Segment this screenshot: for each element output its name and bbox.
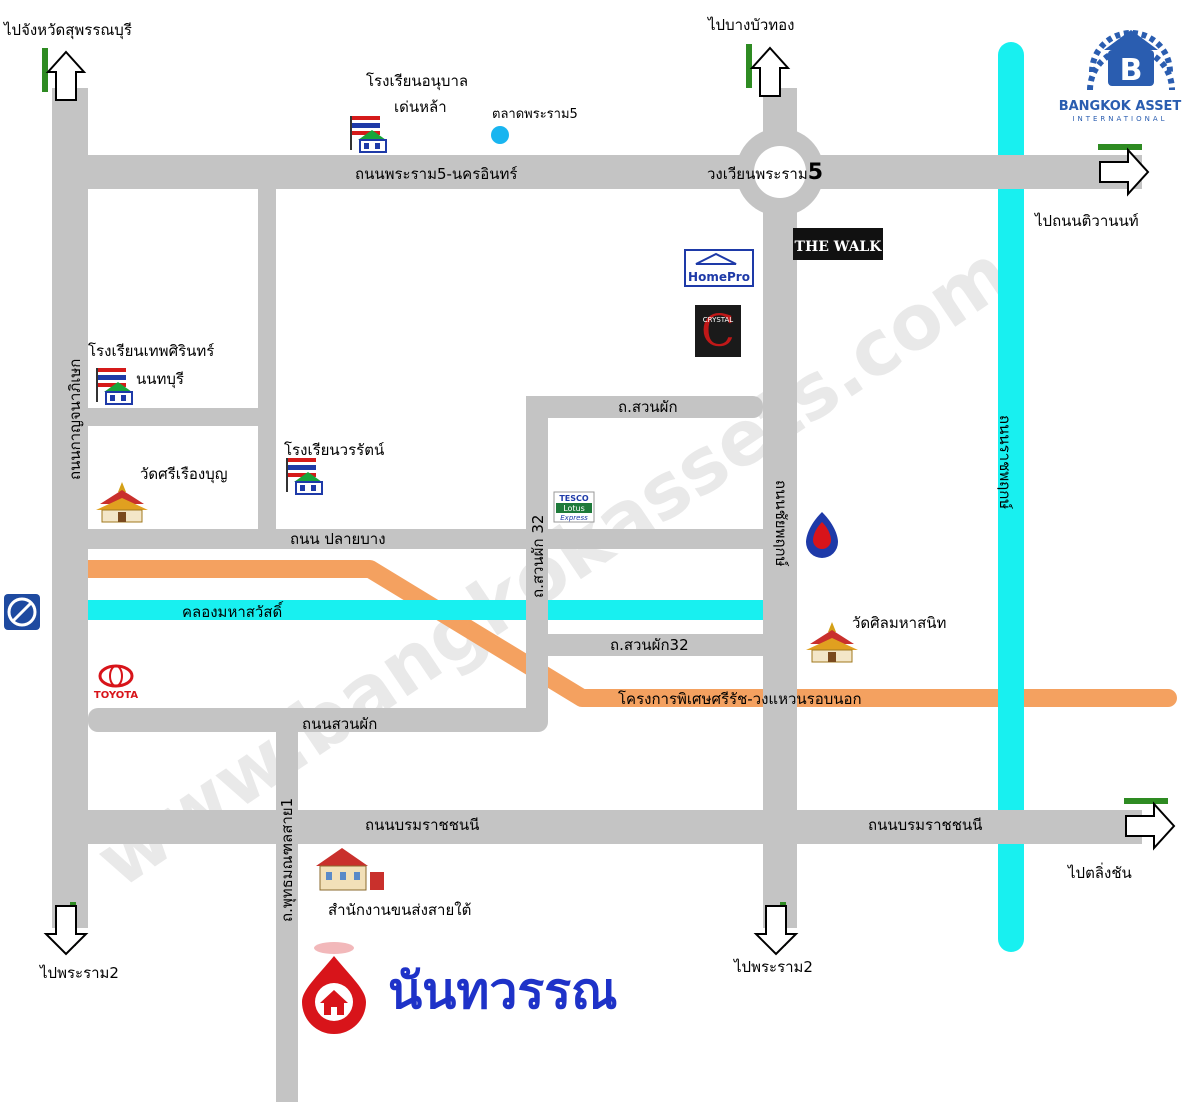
arrow-right-taling-chan bbox=[1124, 798, 1176, 851]
svg-text:HomePro: HomePro bbox=[688, 270, 750, 284]
roundabout-center bbox=[754, 146, 806, 198]
project-marker bbox=[302, 942, 366, 1034]
label-anuban-school-line2: เด่นหล้า bbox=[394, 98, 447, 116]
label-transport-office: สำนักงานขนส่งสายใต้ bbox=[328, 901, 471, 919]
arrow-up-suphanburi bbox=[42, 48, 87, 101]
label-wat-silom: วัดศิลมหาสนิท bbox=[852, 614, 946, 632]
svg-text:Express: Express bbox=[560, 514, 588, 522]
label-ratchaphruek: ถนนราชพฤกษ์ bbox=[996, 415, 1014, 510]
label-to-suphanburi: ไปจังหวัดสุพรรณบุรี bbox=[3, 21, 132, 40]
label-worarat-school: โรงเรียนวรรัตน์ bbox=[284, 441, 384, 459]
label-rama5-nakhonin: ถนนพระราม5-นครอินทร์ bbox=[355, 165, 517, 183]
road-suan-phak-top bbox=[526, 396, 763, 418]
svg-text:INTERNATIONAL: INTERNATIONAL bbox=[1072, 115, 1167, 123]
arrow-down-rama2-left bbox=[43, 902, 89, 956]
label-wat-sri-rueang-bun: วัดศรีเรืองบุญ bbox=[140, 465, 228, 484]
road-chaiyaphruek bbox=[763, 88, 797, 928]
road-suan-phak-32-vertical bbox=[526, 396, 548, 720]
road-suan-phak-32-horizontal bbox=[548, 634, 763, 656]
svg-text:CRYSTAL: CRYSTAL bbox=[703, 316, 734, 324]
svg-text:TESCO: TESCO bbox=[559, 494, 589, 503]
label-thepsirin-line2: นนทบุรี bbox=[136, 370, 184, 389]
transit-logo-icon bbox=[4, 594, 40, 630]
road-kanchanapisek bbox=[52, 88, 88, 928]
temple-icon-silom bbox=[806, 622, 858, 663]
label-kanchanapisek: ถนนกาญจนาภิเษก bbox=[66, 359, 84, 480]
label-plai-bang: ถนน ปลายบาง bbox=[290, 530, 386, 548]
label-suan-phak-32-horizontal: ถ.สวนผัก32 bbox=[610, 636, 689, 654]
road-borommaratchachonnani bbox=[52, 810, 1142, 844]
label-to-rama2-left: ไปพระราม2 bbox=[39, 964, 119, 982]
label-borommaratchachonnani-left: ถนนบรมราชชนนี bbox=[365, 816, 479, 834]
homepro-logo: HomePro bbox=[684, 249, 754, 287]
svg-text:TOYOTA: TOYOTA bbox=[94, 690, 138, 701]
label-to-tiwanon: ไปถนนติวานนท์ bbox=[1034, 212, 1139, 230]
crystal-logo: C CRYSTAL bbox=[695, 305, 741, 357]
school-icon-thepsirin bbox=[96, 368, 133, 405]
canal-maha-sawat bbox=[88, 600, 763, 620]
label-rama5-circle: วงเวียนพระราม5 bbox=[707, 160, 823, 185]
arrow-up-bang-bua-thong bbox=[746, 44, 791, 97]
svg-text:BANGKOK ASSET: BANGKOK ASSET bbox=[1059, 99, 1182, 114]
the-walk-logo: THE WALK bbox=[793, 228, 883, 260]
label-suan-phak-bottom: ถนนสวนผัก bbox=[302, 715, 377, 733]
label-ring-project: โครงการพิเศษศรีรัช-วงแหวนรอบนอก bbox=[618, 690, 862, 708]
project-name: นันทวรรณ bbox=[388, 962, 618, 1020]
svg-text:THE WALK: THE WALK bbox=[795, 239, 883, 255]
svg-text:C: C bbox=[701, 306, 735, 357]
label-market: ตลาดพระราม5 bbox=[492, 107, 578, 122]
label-thepsirin-line1: โรงเรียนเทพศิรินทร์ bbox=[88, 342, 214, 360]
road-plai-bang bbox=[88, 529, 763, 549]
gas-station-icon bbox=[806, 512, 838, 558]
label-suan-phak-32-vertical: ถ.สวนผัก 32 bbox=[529, 515, 547, 598]
road-soi-left bbox=[258, 189, 276, 529]
temple-icon-sri-rueang-bun bbox=[96, 482, 148, 523]
arrow-right-tiwanon bbox=[1098, 144, 1150, 197]
road-soi-thepsirin bbox=[88, 408, 258, 426]
bangkok-asset-logo: B BANGKOK ASSET INTERNATIONAL bbox=[1059, 30, 1182, 123]
ring-road-project bbox=[79, 560, 1177, 707]
school-icon-anuban bbox=[350, 116, 387, 153]
road-network bbox=[52, 88, 1142, 1102]
label-to-taling-chan: ไปตลิ่งชัน bbox=[1067, 862, 1132, 882]
label-chaiyaphruek: ถนนชัยพฤกษ์ bbox=[772, 480, 790, 567]
school-icon-worarat bbox=[286, 458, 323, 495]
ratchaphruek-canal-road bbox=[998, 42, 1024, 952]
label-to-bang-bua-thong: ไปบางบัวทอง bbox=[707, 16, 795, 34]
road-rama5-nakhonin bbox=[52, 155, 1142, 189]
label-canal: คลองมหาสวัสดิ์ bbox=[182, 601, 284, 621]
road-suan-phak-bottom bbox=[88, 708, 548, 732]
transport-office-icon bbox=[316, 848, 384, 891]
label-borommaratchachonnani-right: ถนนบรมราชชนนี bbox=[868, 816, 982, 834]
label-suan-phak-top: ถ.สวนผัก bbox=[618, 398, 678, 416]
tesco-lotus-logo: TESCO Lotus Express bbox=[553, 491, 595, 523]
market-dot bbox=[491, 126, 509, 144]
toyota-logo: TOYOTA bbox=[94, 664, 138, 701]
label-to-rama2-mid: ไปพระราม2 bbox=[733, 958, 813, 976]
arrow-down-rama2-mid bbox=[753, 902, 799, 956]
svg-text:Lotus: Lotus bbox=[563, 504, 585, 513]
svg-text:B: B bbox=[1120, 53, 1143, 88]
label-anuban-school-line1: โรงเรียนอนุบาล bbox=[366, 72, 468, 91]
label-phutthamonthon-sai1: ถ.พุทธมณฑลสาย1 bbox=[278, 798, 297, 922]
